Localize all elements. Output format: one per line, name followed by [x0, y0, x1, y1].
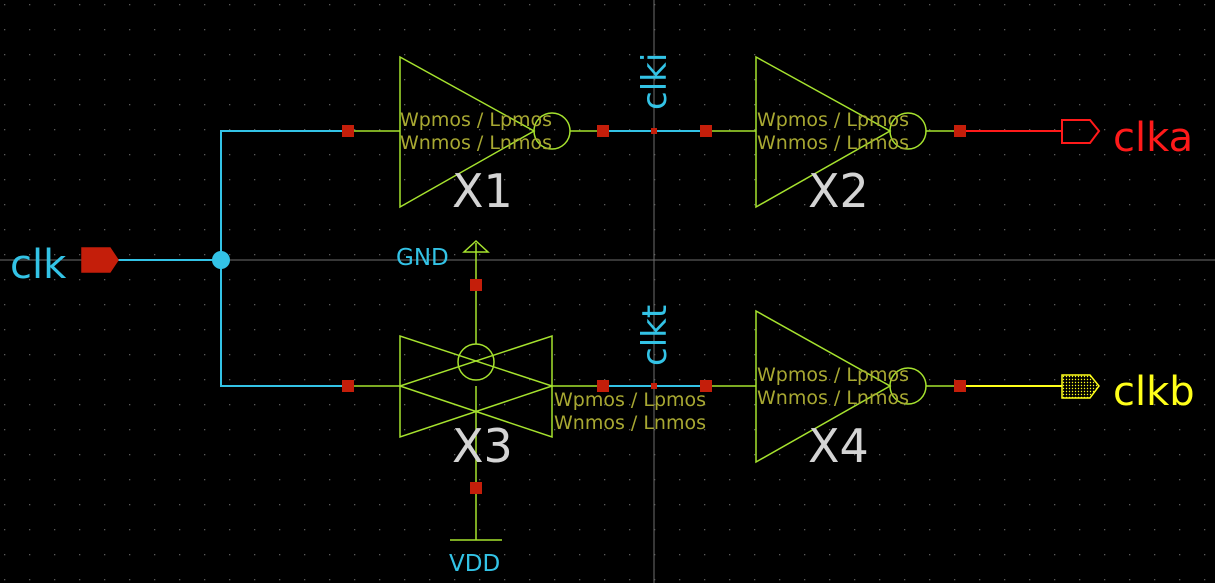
- instance-x4-name[interactable]: X4: [808, 419, 869, 473]
- output-port-clka[interactable]: [1061, 119, 1101, 144]
- instance-x3-name[interactable]: X3: [452, 419, 513, 473]
- pin-x2-out[interactable]: [954, 125, 966, 137]
- pins: [342, 125, 966, 494]
- wire-clk-lower[interactable]: [220, 260, 348, 387]
- pin-x3-in[interactable]: [342, 380, 354, 392]
- junction-dot: [212, 251, 230, 269]
- x1-param-n: Wnmos / Lnmos: [400, 132, 552, 154]
- pin-x1-in[interactable]: [342, 125, 354, 137]
- x3-param-p: Wpmos / Lpmos: [554, 389, 706, 411]
- instance-names: X1 X2 X3 X4: [452, 164, 869, 473]
- input-port-clk[interactable]: [81, 247, 119, 273]
- pin-x4-out[interactable]: [954, 380, 966, 392]
- wire-midpoint-clkt: [651, 383, 657, 389]
- net-label-clkb[interactable]: clkb: [1113, 369, 1195, 415]
- output-port-clkb[interactable]: [1061, 374, 1100, 399]
- x3-param-n: Wnmos / Lnmos: [554, 412, 706, 434]
- transmission-gate-x3[interactable]: [348, 243, 603, 541]
- pin-x3-en[interactable]: [470, 279, 482, 291]
- pin-x3-out[interactable]: [597, 380, 609, 392]
- gnd-symbol: [462, 239, 490, 253]
- x4-param-n: Wnmos / Lnmos: [757, 387, 909, 409]
- inverter-x4[interactable]: [706, 309, 960, 464]
- net-label-gnd[interactable]: GND: [396, 245, 449, 271]
- net-label-clki[interactable]: clki: [635, 53, 675, 110]
- pin-x2-in[interactable]: [700, 125, 712, 137]
- wire-midpoint-clki: [651, 128, 657, 134]
- pin-x1-out[interactable]: [597, 125, 609, 137]
- net-label-clk[interactable]: clk: [10, 242, 67, 288]
- x1-param-p: Wpmos / Lpmos: [400, 109, 552, 131]
- x2-param-p: Wpmos / Lpmos: [757, 109, 909, 131]
- pin-x4-in[interactable]: [700, 380, 712, 392]
- wire-clk-upper[interactable]: [220, 130, 348, 260]
- net-label-vdd[interactable]: VDD: [449, 551, 500, 577]
- x4-param-p: Wpmos / Lpmos: [757, 364, 909, 386]
- symbols: [348, 55, 960, 541]
- param-labels: Wpmos / Lpmos Wnmos / Lnmos Wpmos / Lpmo…: [400, 109, 909, 434]
- instance-x1-name[interactable]: X1: [452, 164, 513, 218]
- net-label-clka[interactable]: clka: [1113, 115, 1193, 161]
- pin-x3-enb[interactable]: [470, 482, 482, 494]
- x2-param-n: Wnmos / Lnmos: [757, 132, 909, 154]
- net-label-clkt[interactable]: clkt: [635, 305, 675, 366]
- instance-x2-name[interactable]: X2: [808, 164, 869, 218]
